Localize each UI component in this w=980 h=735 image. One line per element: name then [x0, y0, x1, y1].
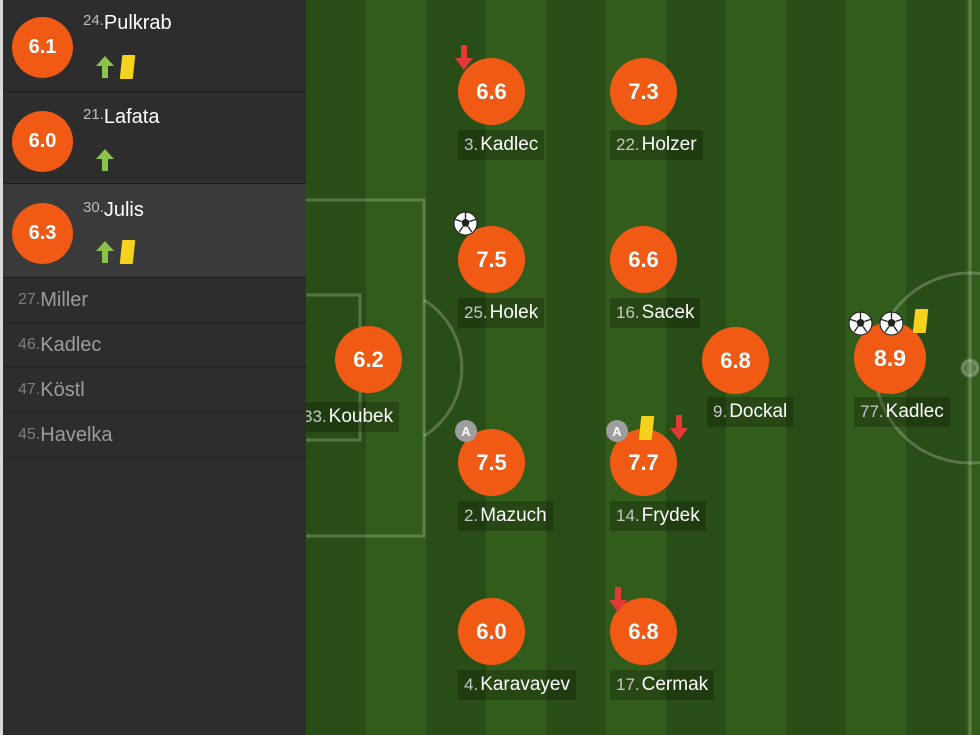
rating-badge: 6.1 [12, 17, 73, 78]
rating-badge: 6.0 [12, 111, 73, 172]
rating-badge: 7.3 [610, 58, 677, 125]
player-number: 4. [464, 675, 479, 694]
player-marker[interactable]: 7.7 14.Frydek [570, 429, 730, 549]
bench-player[interactable]: 45.Havelka [3, 413, 306, 458]
player-number: 17. [616, 675, 640, 694]
player-marker[interactable]: 6.0 4.Karavayev [418, 598, 578, 718]
player-number: 3. [464, 135, 479, 154]
player-marker[interactable]: 6.6 16.Sacek [570, 226, 730, 346]
event-icons [95, 55, 136, 79]
player-name-text: Julis [103, 199, 144, 221]
player-number: 24. [83, 12, 104, 29]
player-name: 24.Pulkrab [83, 12, 172, 35]
player-name-text: Kadlec [480, 134, 539, 155]
rating-badge: 6.2 [335, 326, 402, 393]
player-number: 46. [18, 336, 41, 353]
player-name-text: Kadlec [885, 401, 944, 422]
player-name-text: Miller [40, 288, 89, 311]
player-label: 14.Frydek [610, 501, 706, 531]
player-number: 14. [616, 506, 640, 525]
bench-player[interactable]: 27.Miller [3, 278, 306, 323]
rating-badge: 6.0 [458, 598, 525, 665]
player-marker[interactable]: 6.2 33.Koubek [306, 326, 455, 446]
player-number: 25. [464, 303, 488, 322]
player-name-text: Koubek [328, 406, 394, 427]
player-marker[interactable]: 8.9 77.Kadlec [814, 322, 974, 442]
rating-badge: 7.5 [458, 226, 525, 293]
rating-badge: 6.3 [12, 203, 73, 264]
sub-in-arrow-icon [96, 149, 114, 171]
player-marker[interactable]: 6.6 3.Kadlec [418, 58, 578, 178]
player-label: 16.Sacek [610, 298, 701, 328]
player-label: 4.Karavayev [458, 670, 576, 700]
player-name-text: Havelka [40, 423, 113, 446]
goal-ball-icon [453, 211, 478, 236]
player-name-text: Köstl [40, 378, 85, 401]
player-number: 16. [616, 303, 640, 322]
player-label: 33.Koubek [306, 402, 400, 432]
player-marker[interactable]: 6.8 17.Cermak [570, 598, 730, 718]
player-name-text: Lafata [103, 106, 160, 128]
player-number: 27. [18, 291, 41, 308]
player-number: 33. [306, 407, 327, 426]
player-name-text: Cermak [641, 674, 709, 695]
sub-out-arrow-icon [609, 587, 627, 612]
player-name-text: Dockal [729, 401, 788, 422]
goal-ball-icon [879, 311, 904, 336]
substitute-row[interactable]: 6.1 24.Pulkrab [3, 0, 306, 92]
player-name: 30.Julis [83, 199, 144, 222]
rating-badge: 6.8 [610, 598, 677, 665]
player-number: 22. [616, 135, 640, 154]
yellow-card-icon [912, 309, 929, 333]
sub-in-arrow-icon [96, 56, 114, 78]
player-number: 30. [83, 199, 104, 216]
player-label: 25.Holek [458, 298, 545, 328]
player-marker[interactable]: 6.8 9.Dockal [662, 327, 822, 447]
player-name-text: Sacek [641, 302, 695, 323]
player-number: 21. [83, 106, 104, 123]
player-label: 3.Kadlec [458, 130, 545, 160]
player-marker[interactable]: 7.5 2.Mazuch [418, 429, 578, 549]
bench-player[interactable]: 46.Kadlec [3, 323, 306, 368]
player-name-text: Kadlec [40, 333, 102, 356]
substitute-row[interactable]: 6.0 21.Lafata [3, 92, 306, 184]
substitute-row[interactable]: 6.3 30.Julis [3, 184, 306, 278]
captain-badge-icon: A [455, 420, 477, 442]
yellow-card-icon [638, 416, 655, 440]
player-number: 9. [713, 402, 728, 421]
yellow-card-icon [119, 240, 136, 264]
goal-ball-icon [848, 311, 873, 336]
bench-player[interactable]: 47.Köstl [3, 368, 306, 413]
player-marker[interactable]: 7.5 25.Holek [418, 226, 578, 346]
rating-badge: 6.6 [458, 58, 525, 125]
player-label: 22.Holzer [610, 130, 703, 160]
captain-badge-icon: A [606, 420, 628, 442]
pitch: 6.2 33.Koubek 6.6 3.Kadlec 7.3 22.Holzer… [306, 0, 980, 735]
player-label: 17.Cermak [610, 670, 715, 700]
event-icons [95, 240, 136, 264]
player-number: 47. [18, 381, 41, 398]
yellow-card-icon [119, 55, 136, 79]
player-name-text: Holek [489, 302, 539, 323]
event-icons [95, 148, 115, 172]
player-name-text: Pulkrab [103, 12, 172, 34]
player-label: 2.Mazuch [458, 501, 553, 531]
player-label: 9.Dockal [707, 397, 794, 427]
player-name-text: Karavayev [480, 674, 570, 695]
player-name-text: Holzer [641, 134, 697, 155]
substitutes-panel: 6.1 24.Pulkrab 6.0 21.Lafata 6.3 30.Juli… [0, 0, 306, 735]
player-number: 45. [18, 426, 41, 443]
player-marker[interactable]: 7.3 22.Holzer [570, 58, 730, 178]
sub-in-arrow-icon [96, 241, 114, 263]
player-name: 21.Lafata [83, 106, 159, 129]
sub-out-arrow-icon [455, 45, 473, 70]
player-name-text: Mazuch [480, 505, 547, 526]
player-label: 77.Kadlec [854, 397, 950, 427]
player-number: 2. [464, 506, 479, 525]
player-name-text: Frydek [641, 505, 700, 526]
sub-out-arrow-icon [670, 415, 688, 440]
rating-badge: 6.6 [610, 226, 677, 293]
rating-badge: 6.8 [702, 327, 769, 394]
player-number: 77. [860, 402, 884, 421]
